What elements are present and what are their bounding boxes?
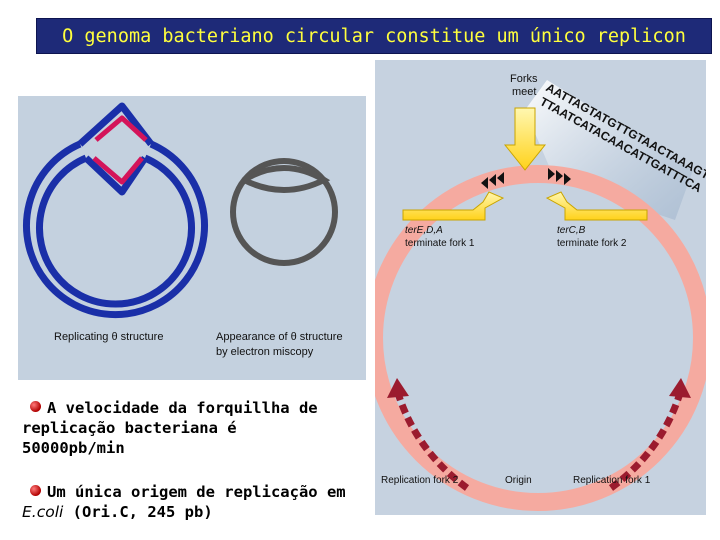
theta-em-circle [230,158,338,266]
speed-bullet-line1: A velocidade da forquillha de [22,398,382,418]
ter-triangle-5 [556,170,563,182]
ter-right-label-line1: terC,B [557,225,586,236]
theta-red-new-strand-top [94,115,148,142]
ter-left-label-line2: terminate fork 1 [405,238,475,249]
theta-em-inner-arc [242,165,331,193]
species-name: E.coli [22,503,64,521]
fork2-label: Replication fork 2 [381,475,459,486]
theta-caption-left: Replicating θ structure [54,331,163,343]
ter-triangle-1 [481,177,488,189]
terminator-arrow-right [545,191,648,221]
theta-structure-panel: Replicating θ structure Appearance of θ … [18,96,366,380]
theta-blue-outer-strand [23,140,208,319]
fork-arrow-left-head [387,378,409,398]
title-bar: O genoma bacteriano circular constitue u… [36,18,712,54]
speed-bullet-line2: replicação bacteriana é [22,419,237,437]
ter-triangle-6 [564,173,571,185]
ter-triangle-2 [489,174,496,186]
theta-caption-right-line2: by electron miscopy [216,346,314,358]
bullet-icon [30,485,41,496]
forks-meet-label-line2: meet [512,86,536,98]
speed-bullet: A velocidade da forquillha de replicação… [22,398,382,458]
bullet-icon [30,401,41,412]
origin-label: Origin [505,475,532,486]
fork-arrow-right [608,388,685,491]
terminator-arrow-left [402,191,505,221]
origin-bullet-line2: E.coli (Ori.C, 245 pb) [22,503,213,521]
sequence-highlight-wedge [525,80,693,220]
theta-caption-right-line1: Appearance of θ structure [216,331,343,343]
chromosome-ring [365,165,711,511]
ter-right-label-line2: terminate fork 2 [557,238,627,249]
fork-arrow-left [393,388,470,491]
origin-bullet-line1: Um única origem de replicação em [22,482,392,502]
slide-title: O genoma bacteriano circular constitue u… [62,26,686,47]
ter-triangle-4 [548,168,555,180]
theta-structure-diagram: Replicating θ structure Appearance of θ … [23,102,343,358]
ter-triangle-3 [497,172,504,184]
theta-blue-bubble-top [77,102,154,147]
chromosome-replication-panel: Forks meet AATTAGTATGTTGTAACTAAAGT TTAAT… [365,60,712,515]
ter-left-label-line1: terE,D,A [405,225,443,236]
forks-meet-label-line1: Forks [510,73,538,85]
forks-meet-arrow [503,107,547,171]
speed-bullet-line3: 50000pb/min [22,439,125,457]
theta-blue-bubble-bottom [83,155,148,196]
theta-blue-inner-strand [36,154,195,308]
theta-red-new-strand-bottom [92,156,144,185]
fork-arrow-right-head [669,378,691,398]
origin-bullet: Um única origem de replicação em E.coli … [22,482,392,522]
chromosome-replication-diagram: Forks meet AATTAGTATGTTGTAACTAAAGT TTAAT… [365,73,712,511]
fork1-label: Replication fork 1 [573,475,651,486]
